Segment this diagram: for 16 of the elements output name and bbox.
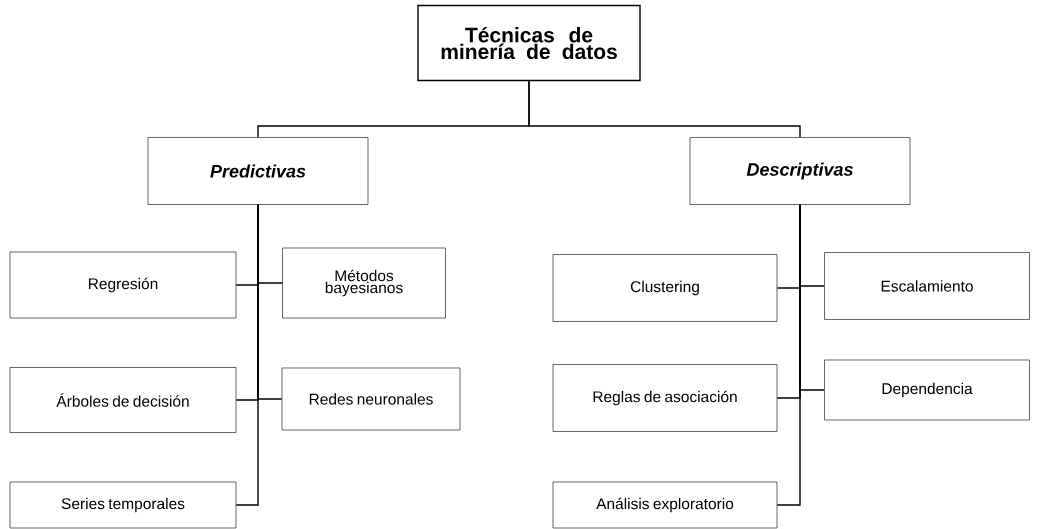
connector-line (235, 204, 259, 506)
title-box: Técnicas de minería de datos (417, 4, 641, 82)
technique-box: Clustering (552, 254, 778, 322)
category-box: Descriptivas (689, 137, 911, 205)
technique-box: Análisis exploratorio (552, 481, 778, 529)
connector-line (776, 204, 801, 506)
technique-box: Dependencia (824, 359, 1030, 421)
technique-box: Reglas de asociación (552, 364, 778, 432)
technique-box: Redes neuronales (281, 367, 461, 431)
technique-box: Series temporales (9, 481, 237, 529)
technique-box: Métodos bayesianos (282, 247, 446, 319)
category-box: Predictivas (147, 137, 369, 205)
technique-box: Regresión (9, 251, 237, 319)
technique-box: Árboles de decisión (9, 367, 237, 433)
connector-line (528, 80, 801, 138)
technique-box: Escalamiento (824, 252, 1030, 320)
